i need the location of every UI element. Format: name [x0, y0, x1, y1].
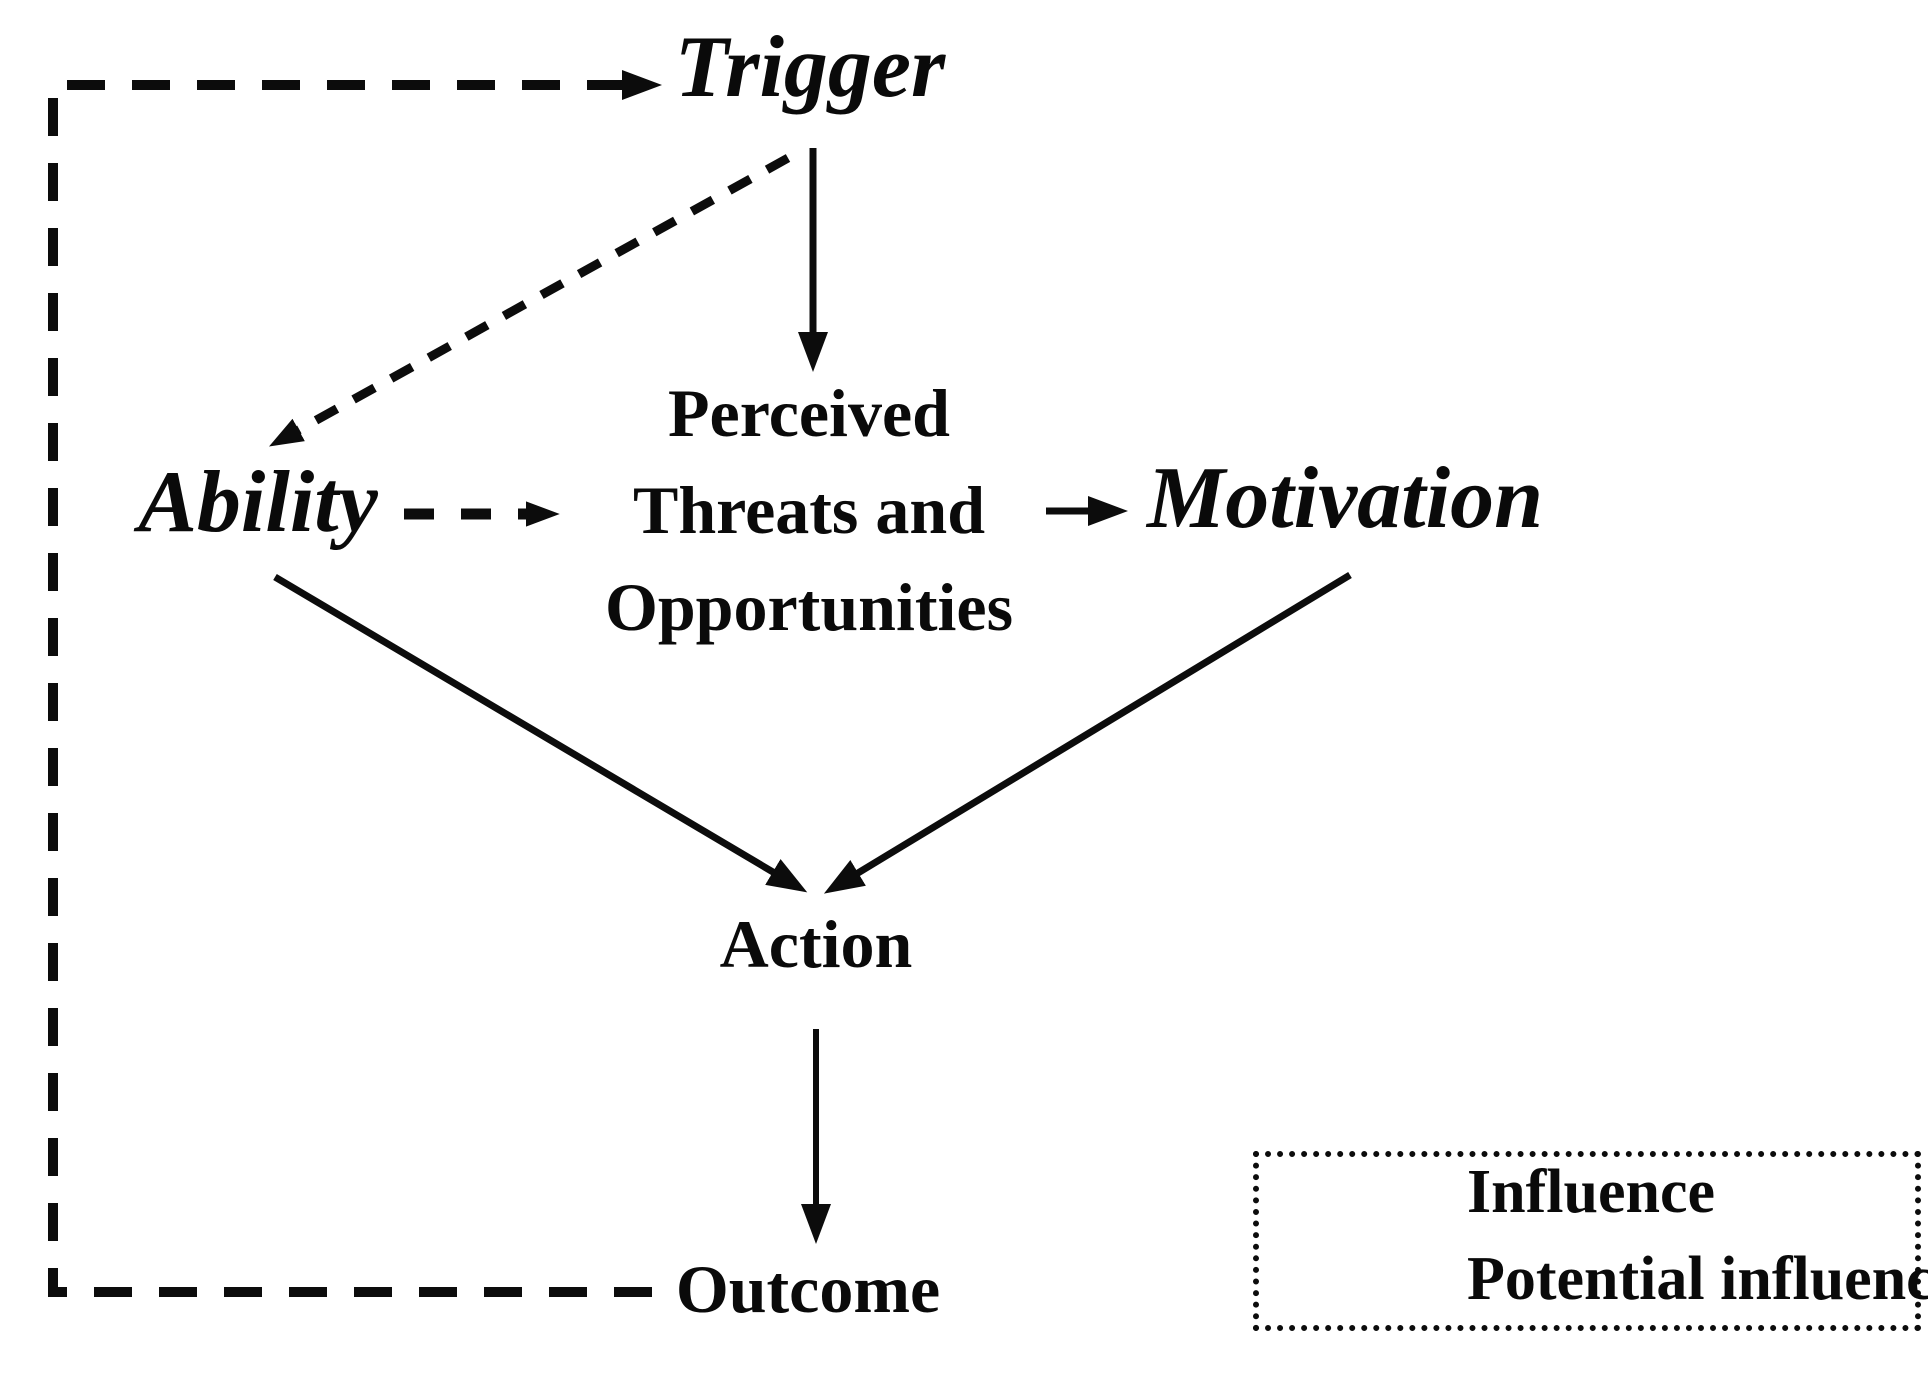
edge-trigger-to-ability-dashed: [268, 154, 791, 447]
node-action: Action: [719, 906, 913, 982]
node-perceived-line-3: Opportunities: [604, 569, 1014, 645]
legend-label-influence: Influence: [1467, 1158, 1715, 1226]
node-outcome: Outcome: [675, 1251, 941, 1327]
legend-label-potential-influence: Potential influence: [1467, 1245, 1928, 1313]
node-perceived-line-1: Perceived: [668, 375, 950, 451]
edge-ability-to-action-solid: [273, 573, 808, 893]
edge-outcome-to-trigger-dashed: [48, 70, 662, 1297]
legend-box: [1253, 1151, 1921, 1331]
node-trigger: Trigger: [674, 19, 946, 116]
node-ability: Ability: [138, 454, 378, 551]
node-perceived-line-2: Threats and: [632, 472, 986, 548]
node-perceived-threats-opportunities: Perceived Threats and Opportunities: [605, 365, 1013, 656]
node-motivation: Motivation: [1146, 450, 1544, 547]
edge-motivation-to-action-solid: [823, 572, 1352, 894]
